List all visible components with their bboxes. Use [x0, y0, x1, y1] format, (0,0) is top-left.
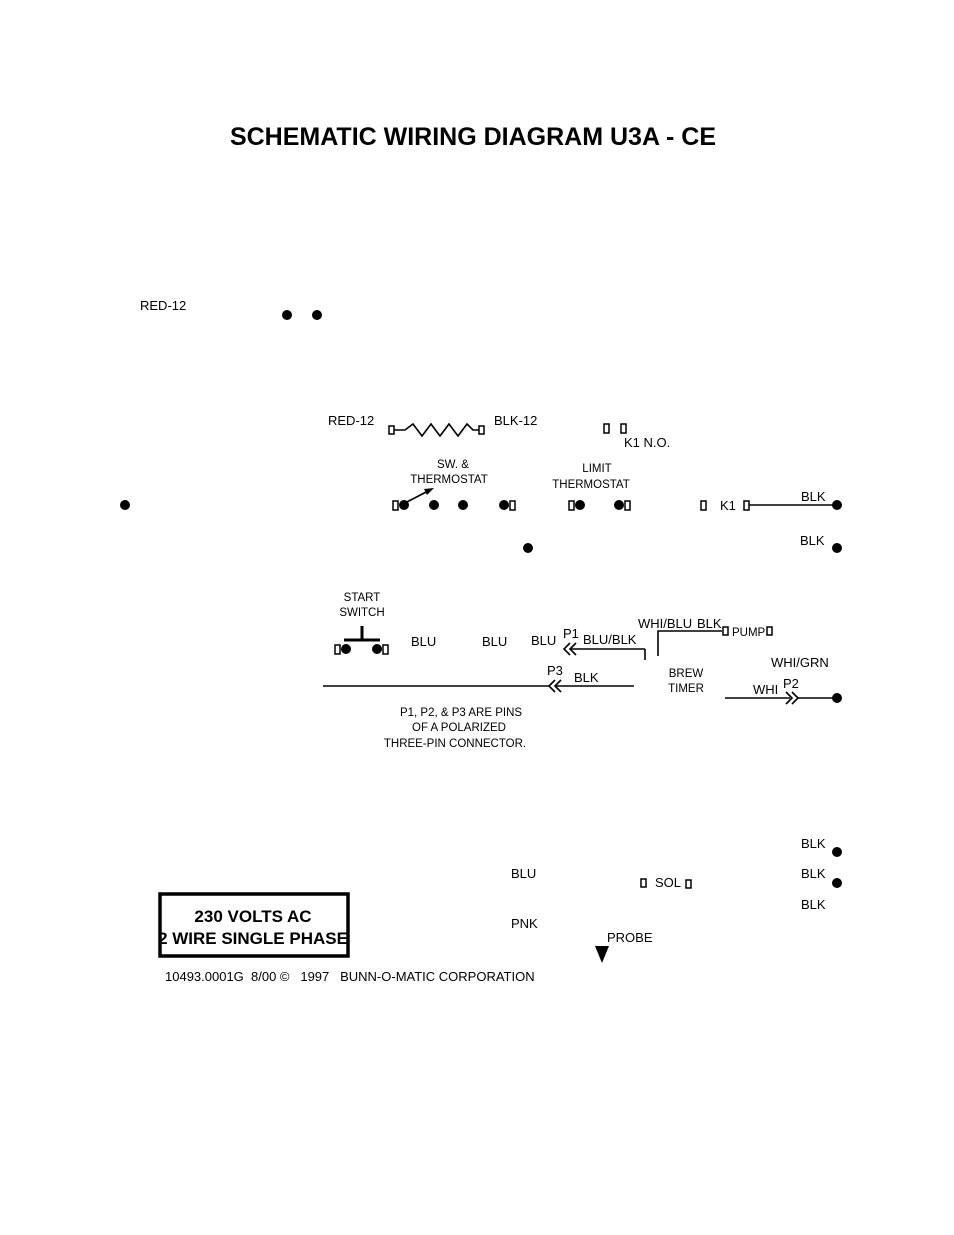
limit-label-2: THERMOSTAT	[552, 479, 630, 491]
wire-label-blu-1: BLU	[411, 634, 436, 649]
voltage-box-border	[158, 892, 350, 958]
sol-label: SOL	[655, 875, 681, 890]
heater-element: RED-12 BLK-12	[328, 413, 537, 438]
wire-label-blk-pump: BLK	[697, 616, 722, 631]
wire-label-blk-mid: BLK	[800, 533, 825, 548]
terminal	[568, 500, 575, 511]
wire-label-blk-b3: BLK	[801, 897, 826, 912]
probe: PROBE	[595, 930, 653, 963]
brew-timer: WHI/BLU BLK BREW TIMER	[638, 616, 722, 695]
connector-chevron	[547, 679, 556, 693]
wire-label-whi-grn: WHI/GRN	[771, 655, 829, 670]
connector-chevron	[785, 691, 794, 705]
wire-label-red12-top: RED-12	[140, 298, 186, 313]
voltage-line-1: 230 VOLTS AC	[194, 907, 311, 926]
terminal	[388, 425, 395, 435]
note-line-1: P1, P2, & P3 ARE PINS	[400, 707, 522, 719]
wire-label-blk-b2: BLK	[801, 866, 826, 881]
terminal	[722, 626, 729, 636]
note-line-3: THREE-PIN CONNECTOR.	[384, 738, 526, 750]
junction-dot	[312, 310, 322, 320]
brew-timer-label-1: BREW	[669, 668, 704, 680]
terminal	[603, 423, 610, 434]
wire-label-whi-blu: WHI/BLU	[638, 616, 692, 631]
terminal	[478, 425, 485, 435]
wire-label-pnk: PNK	[511, 916, 538, 931]
brew-timer-label-2: TIMER	[668, 683, 704, 695]
k1-no-label: K1 N.O.	[624, 435, 670, 450]
connector-p2: WHI/GRN P2 WHI	[725, 655, 842, 705]
start-switch: START SWITCH	[334, 592, 389, 655]
connector-p1: P1 BLU/BLK	[562, 626, 646, 660]
terminal	[640, 878, 647, 888]
terminal	[685, 879, 692, 889]
p3-label: P3	[547, 663, 563, 678]
k1-coil: K1 BLK	[700, 489, 842, 513]
contact-dot	[341, 644, 351, 654]
voltage-line-2: 2 WIRE SINGLE PHASE	[158, 929, 348, 948]
wire-whi-blu	[657, 630, 690, 656]
wire-label-blu-sol: BLU	[511, 866, 536, 881]
connector-chevron	[562, 642, 571, 656]
sw-thermostat-label-1: SW. &	[437, 459, 469, 471]
wire-label-blk-p3: BLK	[574, 670, 599, 685]
probe-triangle-icon	[595, 946, 609, 963]
heater-coil	[394, 422, 479, 438]
junction-dot	[832, 878, 842, 888]
terminal	[766, 626, 773, 636]
wire-label-blk12-heater: BLK-12	[494, 413, 537, 428]
terminal	[700, 500, 707, 511]
terminal	[620, 423, 627, 434]
contact-dot	[429, 500, 439, 510]
voltage-box: 230 VOLTS AC 2 WIRE SINGLE PHASE	[158, 892, 350, 958]
wire-label-blk-k1: BLK	[801, 489, 826, 504]
limit-label-1: LIMIT	[582, 463, 611, 475]
wire-label-blu-3: BLU	[531, 633, 556, 648]
note-line-2: OF A POLARIZED	[412, 722, 506, 734]
junction-dot	[832, 543, 842, 553]
solenoid: SOL	[640, 875, 692, 890]
terminal	[743, 500, 750, 511]
start-label-1: START	[344, 592, 381, 604]
arrow-icon	[424, 488, 434, 495]
wire-label-whi: WHI	[753, 682, 778, 697]
contact-dot	[575, 500, 585, 510]
junction-dot	[832, 693, 842, 703]
junction-dot	[282, 310, 292, 320]
terminal	[392, 500, 399, 511]
contact-dot	[499, 500, 509, 510]
limit-thermostat: LIMIT THERMOSTAT	[552, 463, 631, 511]
contact-dot	[399, 500, 409, 510]
pump-label: PUMP	[732, 627, 766, 639]
p1-label: P1	[563, 626, 579, 641]
terminal	[382, 644, 389, 655]
pump: PUMP	[722, 626, 773, 639]
switch-and-thermostat: SW. & THERMOSTAT	[392, 459, 516, 511]
connector-note: P1, P2, & P3 ARE PINS OF A POLARIZED THR…	[384, 707, 526, 750]
contact-dot	[372, 644, 382, 654]
terminal	[624, 500, 631, 511]
p2-label: P2	[783, 676, 799, 691]
wire-label-red12-heater: RED-12	[328, 413, 374, 428]
junction-dot	[523, 543, 533, 553]
terminal	[509, 500, 516, 511]
wire-label-blk-b1: BLK	[801, 836, 826, 851]
contact-dot	[458, 500, 468, 510]
footer-copyright: 10493.0001G 8/00 © 1997 BUNN-O-MATIC COR…	[165, 969, 535, 984]
connector-p3: P3 BLK	[323, 663, 634, 693]
wire-label-blu-blk: BLU/BLK	[583, 632, 637, 647]
junction-dot	[832, 847, 842, 857]
start-label-2: SWITCH	[339, 607, 384, 619]
probe-label: PROBE	[607, 930, 653, 945]
junction-dot	[832, 500, 842, 510]
junction-dot	[120, 500, 130, 510]
k1-label: K1	[720, 498, 736, 513]
sw-thermostat-label-2: THERMOSTAT	[410, 474, 488, 486]
k1-no-contacts: K1 N.O.	[603, 423, 670, 450]
terminal	[334, 644, 341, 655]
page-title: SCHEMATIC WIRING DIAGRAM U3A - CE	[230, 123, 716, 151]
wire-label-blu-2: BLU	[482, 634, 507, 649]
contact-dot	[614, 500, 624, 510]
